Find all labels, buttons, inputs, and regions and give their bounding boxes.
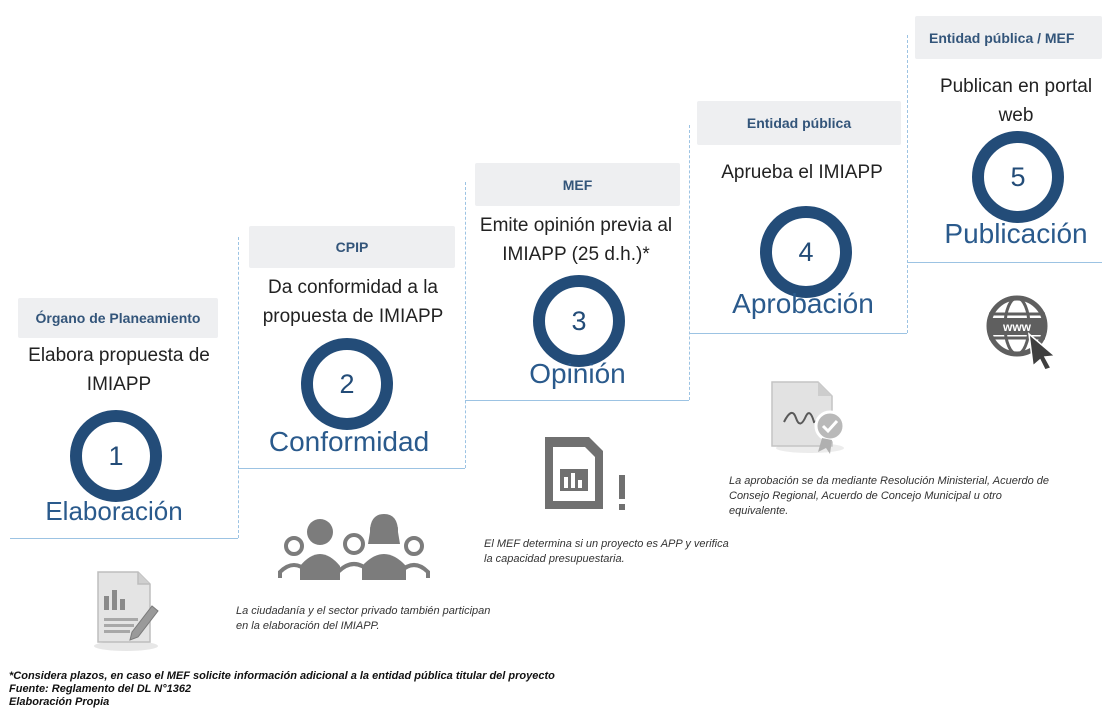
step-1-actor-tag: Órgano de Planeamiento [18, 298, 218, 338]
step-5-riser [907, 35, 908, 333]
people-group-icon [278, 514, 430, 580]
mef-note: El MEF determina si un proyecto es APP y… [484, 538, 729, 565]
step-3-description: Emite opinión previa al IMIAPP (25 d.h.)… [479, 215, 673, 265]
step-5-phase: Publicación [944, 218, 1088, 249]
step-3-actor-tag: MEF [475, 163, 680, 206]
footnote: *Considera plazos, en caso el MEF solici… [9, 670, 555, 682]
step-4-description: Aprueba el IMIAPP [721, 162, 883, 183]
step-4-baseline [689, 333, 907, 334]
step-1-baseline [10, 538, 238, 539]
step-5-description: Publican en portal web [939, 76, 1093, 126]
report-alert-icon [545, 437, 625, 510]
step-1-phase: Elaboración [45, 496, 183, 526]
www-globe-icon: www [986, 295, 1057, 371]
step-2-number: 2 [301, 338, 393, 430]
step-4-number: 4 [760, 206, 852, 298]
step-4-riser [689, 125, 690, 400]
step-3-number: 3 [533, 275, 625, 367]
step-2-baseline [238, 468, 465, 469]
step-3-baseline [465, 400, 689, 401]
signed-certificate-icon [771, 381, 846, 454]
svg-text:www: www [1002, 320, 1032, 334]
approval-note: La aprobación se da mediante Resolución … [729, 475, 1050, 517]
document-chart-icon [94, 571, 159, 651]
step-2-actor-tag: CPIP [249, 226, 455, 268]
step-3-riser [465, 182, 466, 468]
step-4-phase: Aprobación [732, 288, 874, 319]
step-1-number: 1 [70, 410, 162, 502]
step-2-phase: Conformidad [268, 426, 430, 457]
step-2-riser [238, 237, 239, 538]
authorship-line: Elaboración Propia [9, 696, 110, 708]
step-1-description: Elabora propuesta de IMIAPP [28, 345, 210, 395]
citizens-note: La ciudadanía y el sector privado tambié… [236, 605, 491, 632]
step-3-phase: Opinión [529, 358, 626, 389]
source-line: Fuente: Reglamento del DL N°1362 [9, 683, 192, 695]
step-4-actor-tag: Entidad pública [697, 101, 901, 145]
step-5-baseline [907, 262, 1102, 263]
step-2-description: Da conformidad a la propuesta de IMIAPP [262, 277, 444, 327]
step-5-actor-tag: Entidad pública / MEF [915, 16, 1102, 59]
step-5-number: 5 [972, 131, 1064, 223]
